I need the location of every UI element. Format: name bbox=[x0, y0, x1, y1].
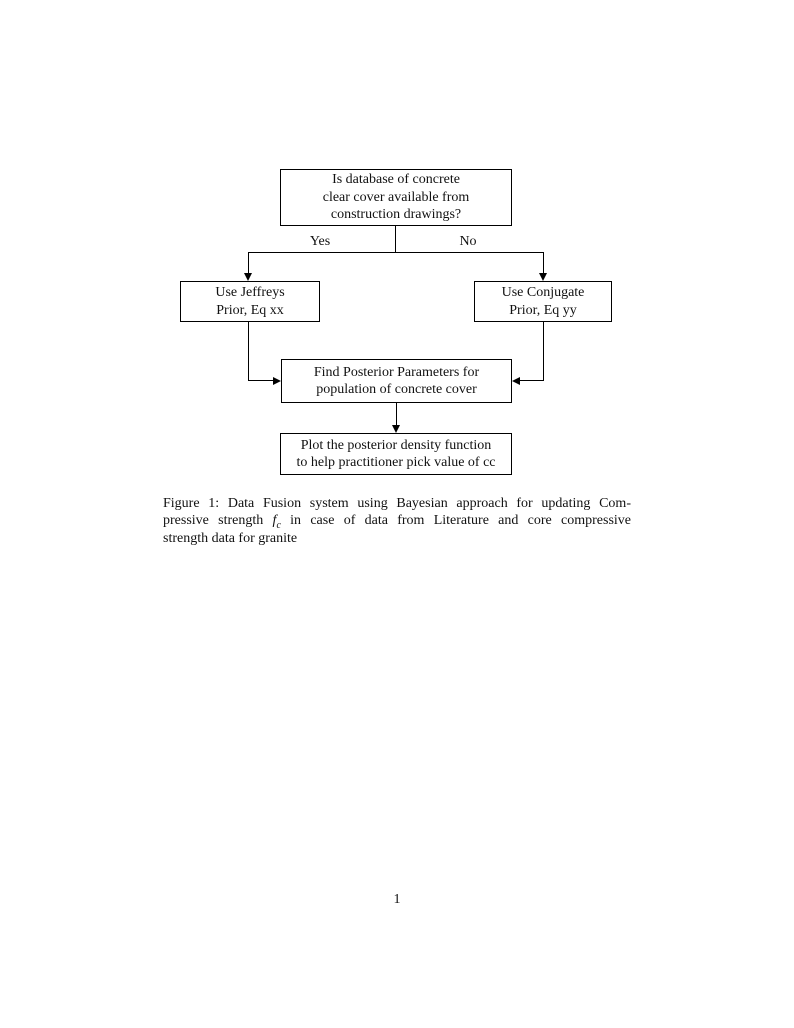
node-text-line: Prior, Eq yy bbox=[509, 302, 577, 318]
arrowhead-jeffreys-right bbox=[273, 377, 281, 385]
flowchart-node-jeffreys-prior: Use Jeffreys Prior, Eq xx bbox=[180, 281, 320, 322]
arrowhead-conjugate-left bbox=[512, 377, 520, 385]
caption-line-2: pressive strength fc in case of data fro… bbox=[163, 512, 632, 532]
node-text-line: population of concrete cover bbox=[316, 382, 477, 397]
connector-no-vertical bbox=[543, 253, 544, 274]
math-subscript-c: c bbox=[276, 520, 281, 532]
edge-label-no: No bbox=[459, 234, 477, 249]
flowchart-node-decision: Is database of concrete clear cover avai… bbox=[280, 169, 512, 226]
node-text-line: Use Conjugate bbox=[501, 285, 585, 300]
figure-caption: Figure 1: Data Fusion system using Bayes… bbox=[163, 495, 631, 547]
caption-line-1: Figure 1: Data Fusion system using Bayes… bbox=[163, 496, 631, 511]
caption-line-3: strength data for granite bbox=[163, 530, 298, 546]
connector-decision-stem bbox=[395, 226, 396, 253]
connector-conjugate-horizontal bbox=[519, 380, 544, 381]
connector-jeffreys-horizontal bbox=[248, 380, 274, 381]
node-text-line: clear cover available from bbox=[322, 189, 470, 205]
node-text-line: Find Posterior Parameters for bbox=[313, 364, 480, 380]
caption-line-2-pre: pressive strength bbox=[163, 513, 264, 529]
node-text-line: Use Jeffreys bbox=[215, 285, 285, 300]
flowchart-node-conjugate-prior: Use Conjugate Prior, Eq yy bbox=[474, 281, 612, 322]
arrowhead-yes-down bbox=[244, 273, 252, 281]
arrowhead-no-down bbox=[539, 273, 547, 281]
node-text-line: Is database of concrete bbox=[332, 172, 460, 188]
flowchart-node-plot-density: Plot the posterior density function to h… bbox=[280, 433, 512, 475]
page-number: 1 bbox=[393, 892, 401, 907]
connector-branch-horizontal bbox=[248, 252, 544, 253]
arrowhead-posterior-down bbox=[392, 425, 400, 433]
edge-label-yes: Yes bbox=[309, 234, 331, 249]
fc-math: fc bbox=[272, 513, 281, 532]
node-text-line: to help practitioner pick value of cc bbox=[296, 455, 496, 470]
connector-yes-vertical bbox=[248, 253, 249, 274]
connector-conjugate-vertical bbox=[543, 322, 544, 381]
caption-line-2-post: in case of data from Literature and core… bbox=[290, 513, 632, 529]
connector-posterior-stem bbox=[396, 403, 397, 425]
flowchart-node-find-posterior: Find Posterior Parameters for population… bbox=[281, 359, 512, 403]
node-text-line: Plot the posterior density function bbox=[300, 437, 492, 453]
math-variable-f: f bbox=[272, 513, 277, 529]
connector-jeffreys-vertical bbox=[248, 322, 249, 381]
node-text-line: construction drawings? bbox=[330, 207, 462, 223]
node-text-line: Prior, Eq xx bbox=[216, 302, 284, 318]
